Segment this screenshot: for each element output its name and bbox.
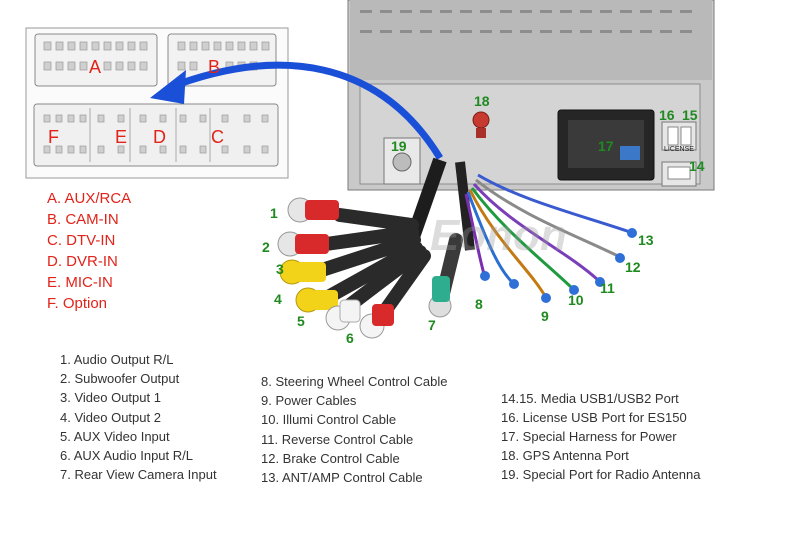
callout-4: 4 xyxy=(274,291,282,307)
callout-18: 18 xyxy=(474,93,490,109)
callout-11: 11 xyxy=(600,280,615,296)
callout-5: 5 xyxy=(297,313,305,329)
callout-15: 15 xyxy=(682,107,698,123)
callout-2: 2 xyxy=(262,239,270,255)
callout-13: 13 xyxy=(638,232,654,248)
legend-item: 10. Illumi Control Cable xyxy=(261,412,396,428)
legend-item: 6. AUX Audio Input R/L xyxy=(60,448,193,464)
legend-item: 7. Rear View Camera Input xyxy=(60,467,217,483)
legend-item: 8. Steering Wheel Control Cable xyxy=(261,374,447,390)
legend-item: 14.15. Media USB1/USB2 Port xyxy=(501,391,679,407)
legend-item: 13. ANT/AMP Control Cable xyxy=(261,470,423,486)
callout-19: 19 xyxy=(391,138,407,154)
connector-label-f: F xyxy=(48,127,59,148)
callout-16: 16 xyxy=(659,107,675,123)
connector-label-b: B xyxy=(208,57,220,78)
legend-item: 17. Special Harness for Power xyxy=(501,429,677,445)
callout-6: 6 xyxy=(346,330,354,346)
callout-7: 7 xyxy=(428,317,436,333)
callout-3: 3 xyxy=(276,261,284,277)
callout-14: 14 xyxy=(689,158,705,174)
legend-item: 1. Audio Output R/L xyxy=(60,352,173,368)
callout-12: 12 xyxy=(625,259,641,275)
port-key-c: C. DTV-IN xyxy=(47,230,115,251)
legend-item: 12. Brake Control Cable xyxy=(261,451,400,467)
legend-item: 9. Power Cables xyxy=(261,393,356,409)
connector-label-c: C xyxy=(211,127,224,148)
legend-item: 11. Reverse Control Cable xyxy=(261,432,413,448)
port-key-b: B. CAM-IN xyxy=(47,209,119,230)
port-key-e: E. MIC-IN xyxy=(47,272,113,293)
callout-9: 9 xyxy=(541,308,549,324)
gps-antenna-port xyxy=(473,112,489,128)
port-key-a: A. AUX/RCA xyxy=(47,188,131,209)
legend-item: 2. Subwoofer Output xyxy=(60,371,179,387)
callout-8: 8 xyxy=(475,296,483,312)
legend-item: 16. License USB Port for ES150 xyxy=(501,410,687,426)
legend-item: 5. AUX Video Input xyxy=(60,429,170,445)
watermark: Eonon xyxy=(430,211,567,260)
port-key-d: D. DVR-IN xyxy=(47,251,118,272)
callout-1: 1 xyxy=(270,205,278,221)
legend-item: 4. Video Output 2 xyxy=(60,410,161,426)
license-port-label: LICENSE xyxy=(664,142,694,158)
connector-label-d: D xyxy=(153,127,166,148)
connector-label-a: A xyxy=(89,57,101,78)
callout-17: 17 xyxy=(598,138,614,154)
connector-label-e: E xyxy=(115,127,127,148)
legend-item: 3. Video Output 1 xyxy=(60,390,161,406)
legend-item: 18. GPS Antenna Port xyxy=(501,448,629,464)
legend-item: 19. Special Port for Radio Antenna xyxy=(501,467,700,483)
callout-10: 10 xyxy=(568,292,584,308)
port-key-f: F. Option xyxy=(47,293,107,314)
